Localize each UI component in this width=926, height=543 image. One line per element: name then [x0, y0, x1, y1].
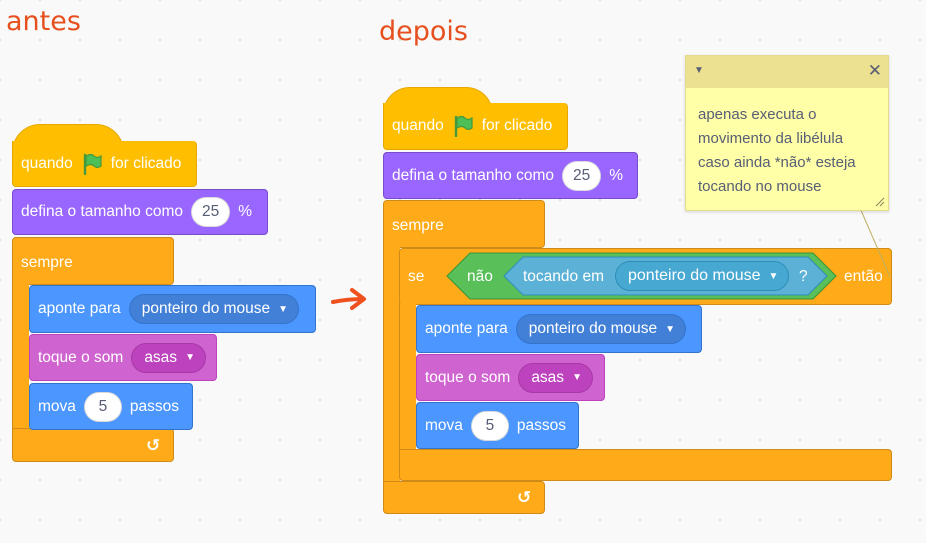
steps-label: passos	[516, 416, 567, 434]
forever-label: sempre	[392, 217, 444, 234]
play-sound-block[interactable]: toque o som asas ▼	[416, 354, 605, 401]
if-bottom	[399, 449, 892, 481]
loop-arrow-icon: ↺	[146, 436, 161, 455]
steps-label: passos	[129, 397, 180, 415]
loop-arrow-icon: ↺	[517, 488, 532, 507]
target-value: ponteiro do mouse	[528, 320, 658, 337]
question-label: ?	[799, 268, 808, 285]
target-dropdown[interactable]: ponteiro do mouse ▼	[128, 294, 300, 324]
comment-text[interactable]: apenas executa o movimento da libélula c…	[698, 106, 856, 195]
set-size-block[interactable]: defina o tamanho como 25 %	[383, 152, 638, 199]
point-towards-label: aponte para	[425, 320, 508, 337]
size-value-input[interactable]: 25	[562, 160, 602, 191]
touching-target-dropdown[interactable]: ponteiro do mouse ▼	[615, 261, 790, 291]
set-size-block[interactable]: defina o tamanho como 25 %	[12, 189, 268, 235]
target-dropdown[interactable]: ponteiro do mouse ▼	[515, 314, 687, 344]
clicked-label: for clicado	[481, 117, 553, 134]
if-label: se	[408, 267, 425, 285]
point-towards-block[interactable]: aponte para ponteiro do mouse ▼	[29, 285, 316, 333]
size-value-input[interactable]: 25	[191, 197, 231, 227]
forever-bottom	[12, 428, 174, 462]
set-size-label: defina o tamanho como	[392, 166, 554, 184]
move-label: mova	[425, 416, 463, 434]
percent-label: %	[609, 166, 624, 184]
before-label: antes	[6, 6, 81, 37]
resize-handle-icon[interactable]	[875, 197, 885, 207]
sound-dropdown[interactable]: asas ▼	[131, 342, 206, 373]
after-label: depois	[379, 16, 468, 47]
sound-value: asas	[531, 368, 565, 386]
red-arrow-icon	[331, 288, 366, 310]
forever-label: sempre	[21, 254, 73, 271]
caret-down-icon: ▼	[185, 352, 195, 363]
comment-header[interactable]: ▼ ✕	[686, 56, 888, 88]
percent-label: %	[238, 203, 253, 220]
point-towards-block[interactable]: aponte para ponteiro do mouse ▼	[416, 305, 702, 353]
caret-down-icon: ▼	[572, 372, 582, 383]
if-arm	[399, 303, 416, 451]
target-value: ponteiro do mouse	[141, 300, 271, 317]
green-flag-icon	[81, 153, 103, 175]
sound-value: asas	[144, 348, 178, 366]
comment-connector	[859, 207, 891, 278]
sound-dropdown[interactable]: asas ▼	[518, 362, 593, 393]
collapse-icon[interactable]: ▼	[694, 65, 704, 76]
touching-label: tocando em	[523, 268, 604, 285]
caret-down-icon: ▼	[665, 323, 676, 335]
not-label: não	[467, 268, 493, 285]
forever-arm	[383, 247, 400, 483]
forever-bottom	[383, 481, 545, 514]
clicked-label: for clicado	[110, 154, 182, 172]
caret-down-icon: ▼	[278, 303, 289, 315]
point-towards-label: aponte para	[38, 300, 121, 317]
touching-target-value: ponteiro do mouse	[628, 267, 761, 284]
caret-down-icon: ▼	[768, 270, 779, 282]
comment-note[interactable]: ▼ ✕ apenas executa o movimento da libélu…	[685, 55, 889, 211]
when-label: quando	[392, 117, 444, 134]
when-label: quando	[21, 154, 73, 172]
steps-value-input[interactable]: 5	[470, 410, 509, 441]
move-block[interactable]: mova 5 passos	[29, 383, 193, 430]
play-sound-label: toque o som	[425, 368, 511, 386]
steps-value-input[interactable]: 5	[83, 391, 122, 422]
move-label: mova	[38, 397, 76, 415]
move-block[interactable]: mova 5 passos	[416, 402, 579, 449]
when-flag-clicked-block[interactable]: quando for clicado	[383, 103, 568, 150]
forever-block[interactable]: sempre	[383, 200, 545, 248]
forever-arm	[12, 284, 29, 430]
green-flag-icon	[452, 115, 474, 137]
then-label: então	[844, 268, 883, 285]
set-size-label: defina o tamanho como	[21, 203, 183, 220]
play-sound-label: toque o som	[38, 348, 124, 366]
when-flag-clicked-block[interactable]: quando for clicado	[12, 141, 197, 187]
play-sound-block[interactable]: toque o som asas ▼	[29, 334, 217, 381]
forever-block[interactable]: sempre	[12, 237, 174, 285]
close-icon[interactable]: ✕	[867, 61, 882, 80]
